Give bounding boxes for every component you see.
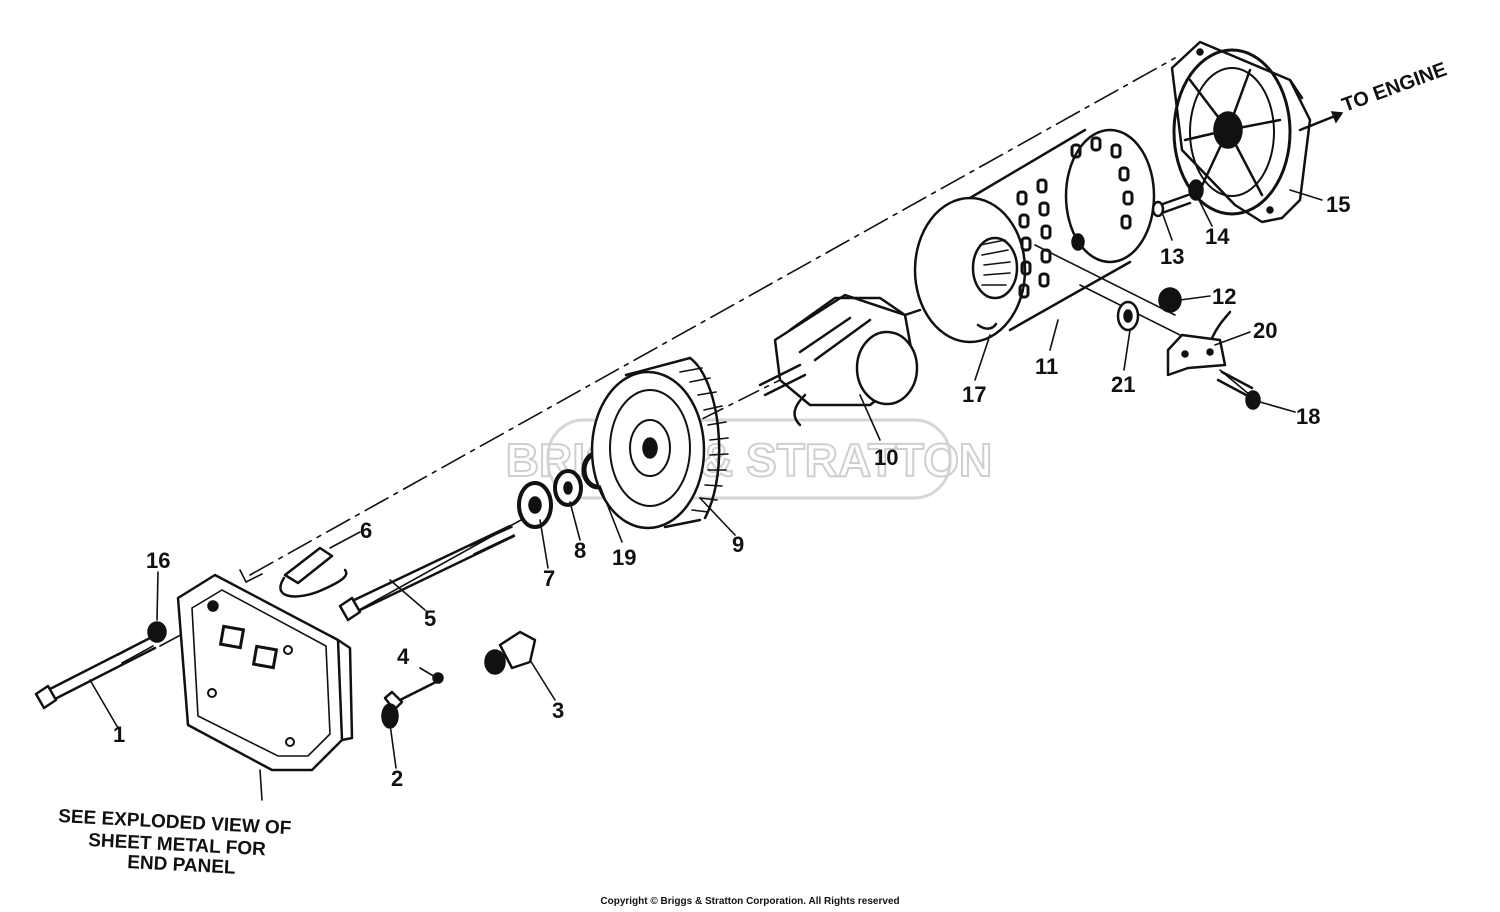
part-3-fitting bbox=[484, 630, 537, 675]
part-9-fan bbox=[590, 356, 729, 530]
callouts: 1 2 3 4 5 6 7 8 9 10 11 12 13 14 15 16 1… bbox=[113, 192, 1350, 791]
callout-15: 15 bbox=[1326, 192, 1350, 217]
callout-1: 1 bbox=[113, 722, 125, 747]
callout-6: 6 bbox=[360, 518, 372, 543]
part-14-washer bbox=[1188, 179, 1204, 201]
callout-9: 9 bbox=[732, 532, 744, 557]
part-11-stator-housing bbox=[913, 128, 1156, 344]
callout-4: 4 bbox=[397, 644, 410, 669]
callout-20: 20 bbox=[1253, 318, 1277, 343]
callout-2: 2 bbox=[391, 766, 403, 791]
callout-3: 3 bbox=[552, 698, 564, 723]
end-panel-note: SEE EXPLODED VIEW OF SHEET METAL FOR END… bbox=[58, 806, 292, 879]
assembly-axis-lines bbox=[159, 57, 1251, 647]
callout-7: 7 bbox=[543, 566, 555, 591]
part-17-clip bbox=[976, 322, 998, 330]
callout-16: 16 bbox=[146, 548, 170, 573]
part-15-adapter bbox=[1170, 40, 1312, 224]
part-1-through-bolt bbox=[34, 636, 157, 710]
callout-18: 18 bbox=[1296, 404, 1320, 429]
end-panel bbox=[176, 573, 354, 772]
part-16-washer bbox=[147, 621, 167, 643]
note-line-3: END PANEL bbox=[127, 852, 237, 879]
callout-12: 12 bbox=[1212, 284, 1236, 309]
to-engine-label: TO ENGINE bbox=[1339, 59, 1450, 117]
copyright-notice: Copyright © Briggs & Stratton Corporatio… bbox=[600, 896, 900, 907]
callout-8: 8 bbox=[574, 538, 586, 563]
part-21-grommet bbox=[1116, 300, 1140, 332]
to-engine-arrow bbox=[1298, 111, 1344, 132]
callout-13: 13 bbox=[1160, 244, 1184, 269]
leader-lines bbox=[89, 189, 1323, 801]
part-6-wire-lead bbox=[279, 546, 348, 598]
callout-21: 21 bbox=[1111, 372, 1135, 397]
part-18-screw bbox=[1216, 370, 1261, 410]
callout-19: 19 bbox=[612, 545, 636, 570]
part-12-nut bbox=[1158, 287, 1182, 313]
part-13-bolt bbox=[1151, 193, 1192, 218]
part-5-through-bolt bbox=[338, 524, 516, 622]
callout-11: 11 bbox=[1035, 354, 1058, 379]
callout-17: 17 bbox=[962, 382, 986, 407]
callout-10: 10 bbox=[874, 445, 898, 470]
part-7-bearing bbox=[517, 481, 553, 529]
callout-5: 5 bbox=[424, 606, 436, 631]
part-2-fitting bbox=[381, 678, 442, 729]
part-8-washer bbox=[553, 469, 583, 507]
part-10-rotor bbox=[758, 293, 922, 427]
part-20-bracket bbox=[1166, 310, 1232, 377]
callout-14: 14 bbox=[1205, 224, 1230, 249]
